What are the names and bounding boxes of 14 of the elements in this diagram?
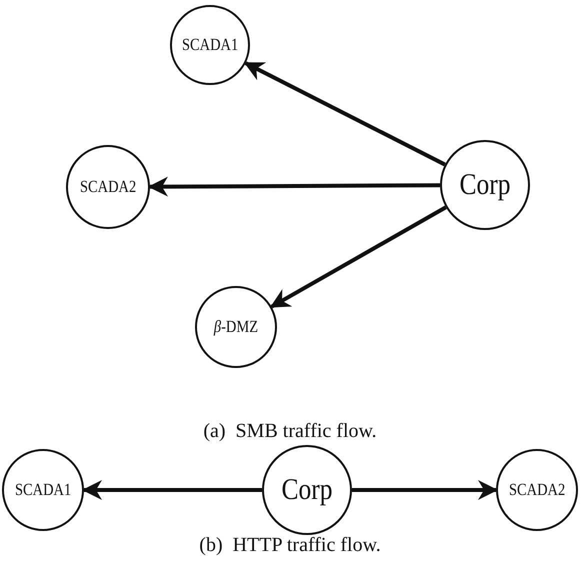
- arrow: [148, 176, 440, 197]
- figure-caption: (b) HTTP traffic flow.: [199, 534, 381, 557]
- node-label: SCADA2: [508, 480, 566, 500]
- node-label: β-DMZ: [214, 317, 258, 337]
- arrow: [82, 480, 262, 500]
- arrow: [270, 206, 447, 308]
- arrow: [244, 61, 446, 166]
- arrow: [352, 480, 498, 500]
- node-label: SCADA2: [80, 177, 136, 197]
- node-label: SCADA1: [182, 35, 238, 55]
- node-label: Corp: [282, 473, 332, 507]
- node-label: SCADA1: [14, 480, 72, 500]
- node-label: Corp: [460, 168, 510, 202]
- figure-caption: (a) SMB traffic flow.: [203, 420, 377, 443]
